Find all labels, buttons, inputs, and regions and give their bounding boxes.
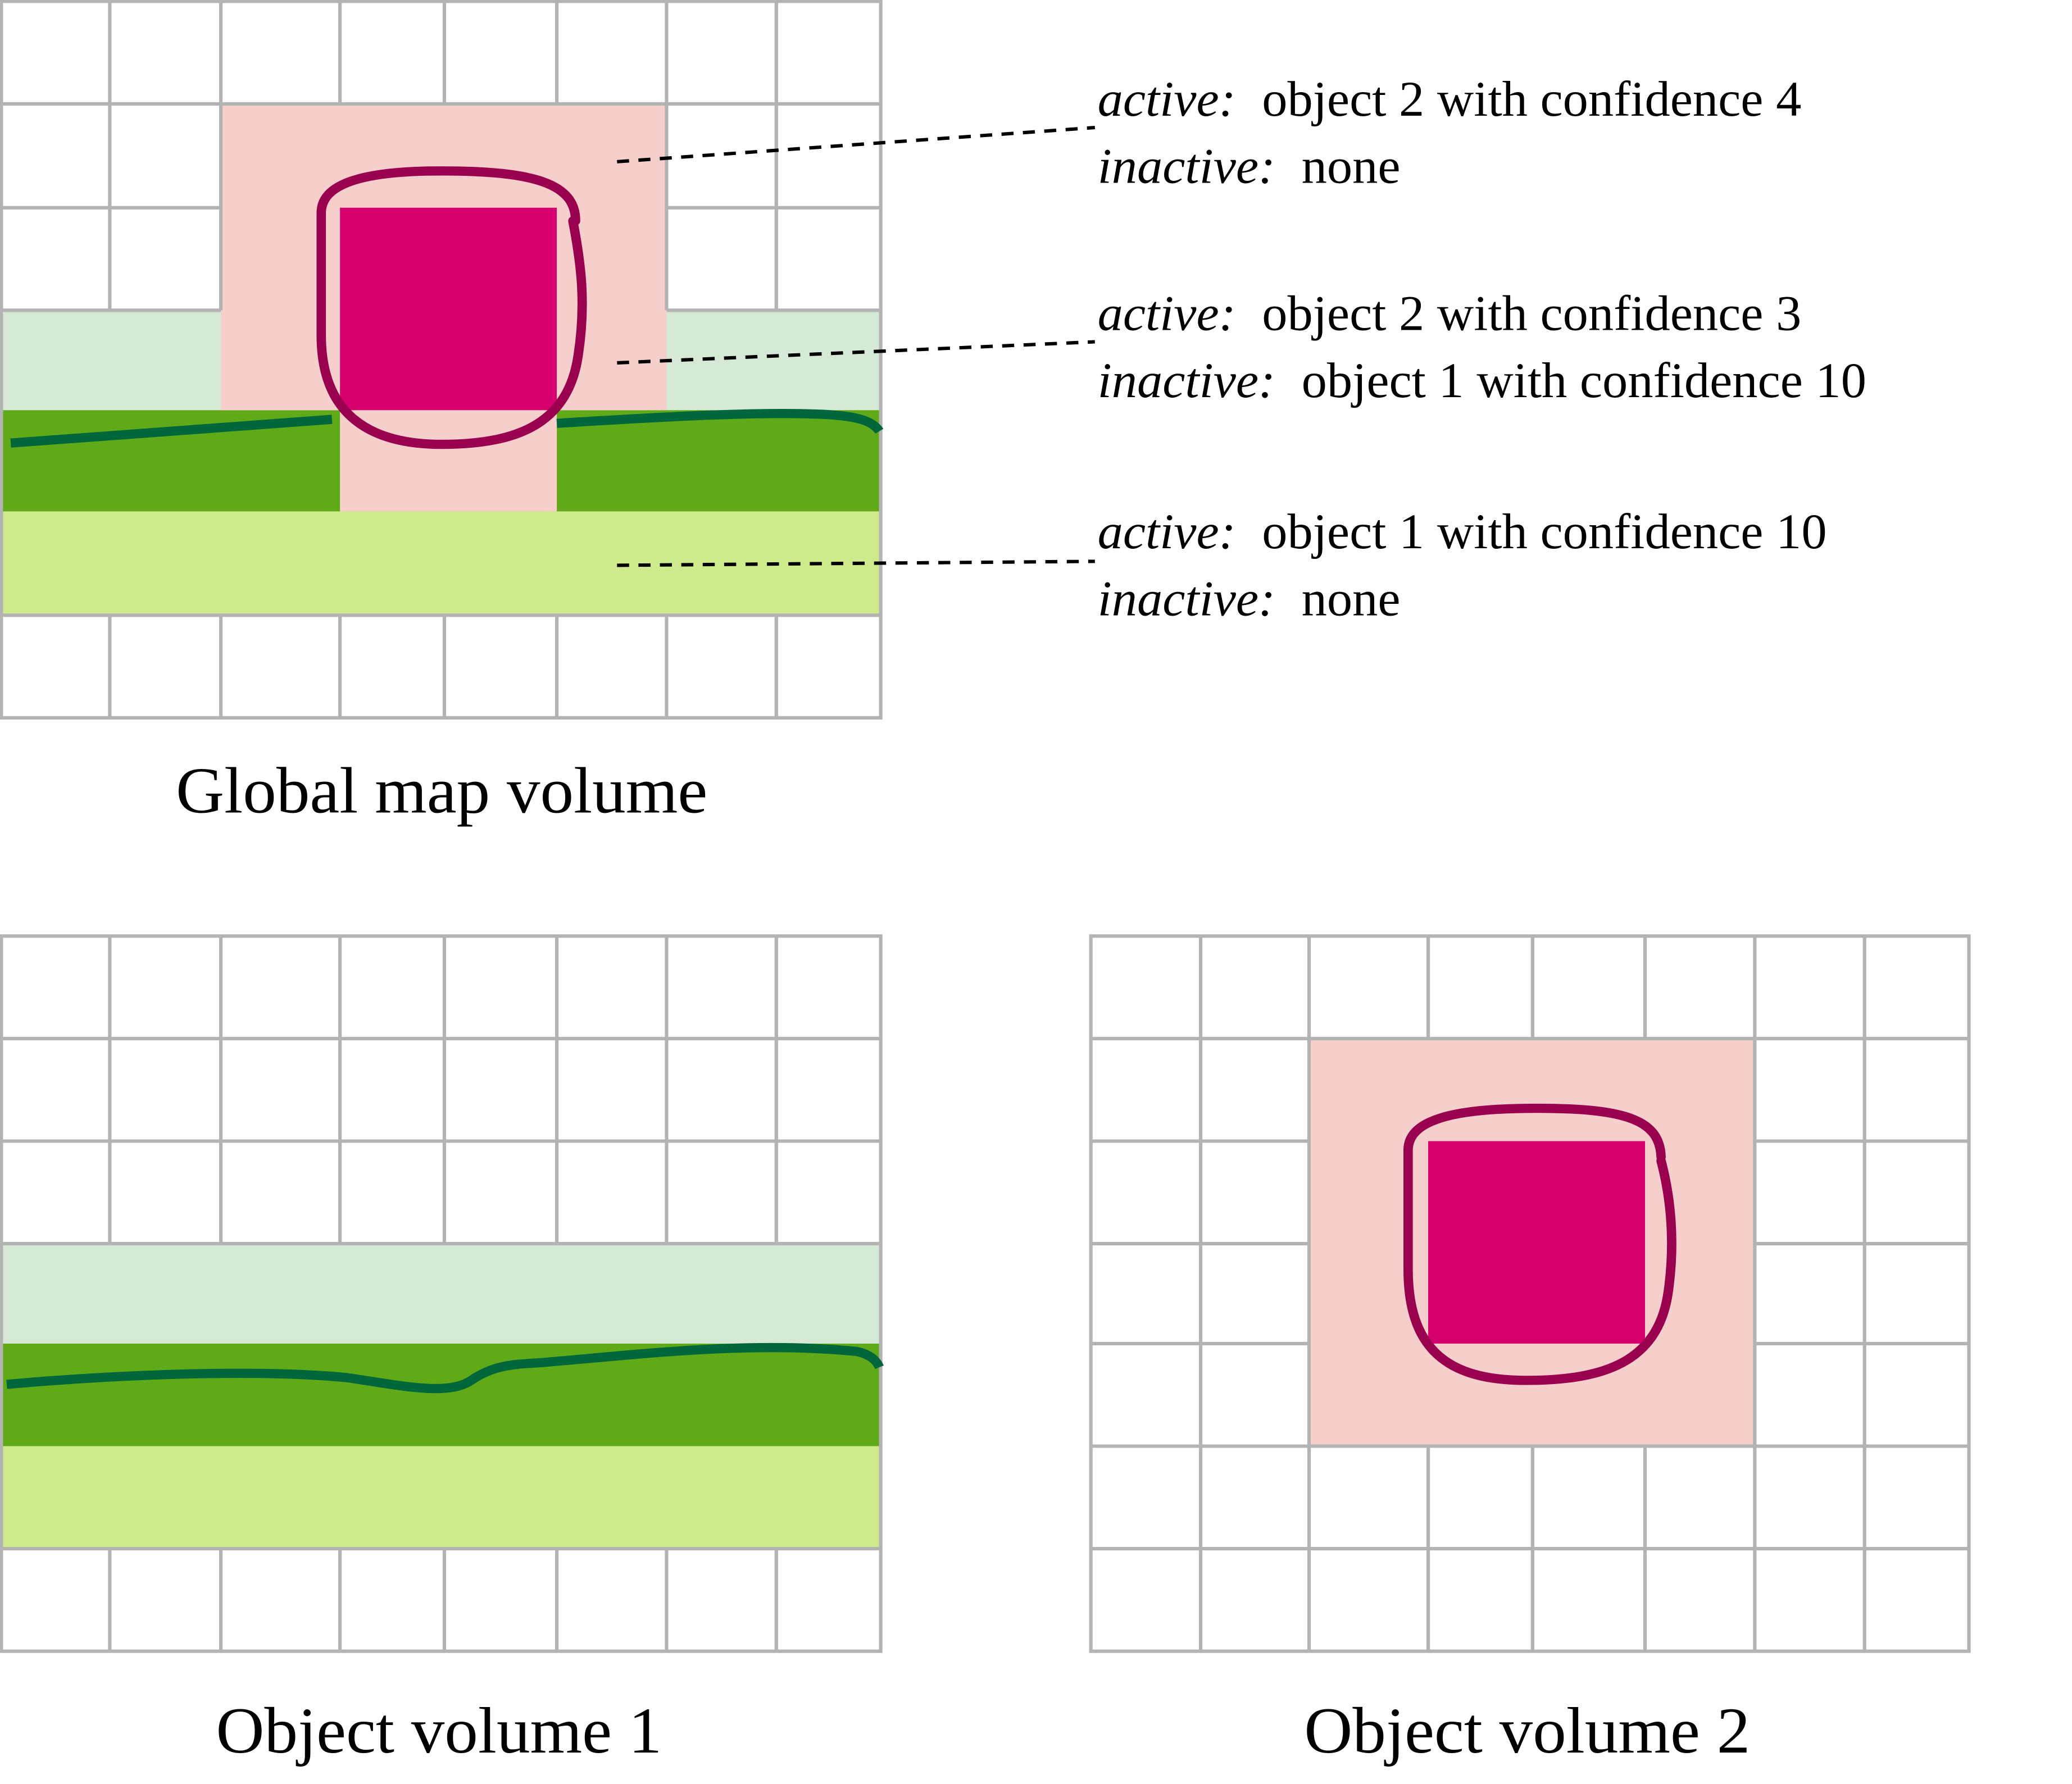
- global-grid: [1, 1, 881, 718]
- svg-text:inactive: none: inactive: none: [1098, 139, 1401, 194]
- annotation-2: active: object 2 with confidence 3 inact…: [1098, 286, 1866, 408]
- global-object1-surface: [10, 415, 333, 448]
- leader-line-2: [617, 340, 1095, 365]
- ov1-band-light-green: [1, 1244, 881, 1344]
- global-map-caption: Global map volume: [176, 754, 707, 827]
- annotation-2-inactive-value: object 1 with confidence 10: [1302, 353, 1866, 408]
- annotation-1: active: object 2 with confidence 4 inact…: [1098, 72, 1802, 194]
- ov1-band-lime: [1, 1446, 881, 1549]
- annotation-1-active-value: object 2 with confidence 4: [1262, 72, 1801, 127]
- annotation-3-inactive-label: inactive:: [1098, 571, 1276, 626]
- leader-line-3: [617, 559, 1095, 567]
- svg-text:inactive: none: inactive: none: [1098, 571, 1401, 626]
- ov2-object2-contour: [1403, 1103, 1676, 1385]
- annotation-2-active-value: object 2 with confidence 3: [1262, 286, 1801, 341]
- global-map-volume: Global map volume: [0, 0, 1096, 827]
- global-object2-solid: [340, 207, 557, 411]
- global-frame: [0, 0, 883, 720]
- annotation-1-inactive-value: none: [1302, 139, 1401, 194]
- annotation-3-active-label: active:: [1098, 504, 1236, 559]
- global-object2-contour: [316, 166, 587, 449]
- object-volume-1: Object volume 1: [0, 934, 884, 1767]
- svg-text:inactive: object 1 with: inactive: object 1 with confidence 10: [1098, 353, 1866, 408]
- ov1-grid: [1, 936, 881, 1651]
- annotation-3-active-value: object 1 with confidence 10: [1262, 504, 1826, 559]
- annotation-1-inactive-label: inactive:: [1098, 139, 1276, 194]
- annotation-3: active: object 1 with confidence 10 inac…: [1098, 504, 1827, 626]
- ov2-object2-solid: [1428, 1141, 1646, 1344]
- ov1-caption: Object volume 1: [216, 1694, 662, 1767]
- ov1-frame: [0, 934, 883, 1653]
- annotation-2-active-label: active:: [1098, 286, 1236, 341]
- svg-text:active: object 1 with co: active: object 1 with confidence 10: [1098, 504, 1827, 559]
- global-object1-surface-right: [556, 409, 884, 434]
- ov1-object1-surface: [6, 1342, 884, 1394]
- ov1-band-dark-green: [1, 1343, 881, 1446]
- annotation-3-inactive-value: none: [1302, 571, 1401, 626]
- ov2-grid: [1090, 936, 1969, 1651]
- ov2-caption: Object volume 2: [1304, 1694, 1750, 1767]
- object-volume-2: Object volume 2: [1089, 934, 1971, 1767]
- leader-line-1: [617, 125, 1096, 163]
- svg-text:active: object 2 with co: active: object 2 with confidence 4: [1098, 72, 1802, 127]
- annotation-2-inactive-label: inactive:: [1098, 353, 1276, 408]
- global-object2-region-lower: [340, 410, 557, 512]
- ov2-frame: [1089, 934, 1971, 1653]
- svg-text:active: object 2 with co: active: object 2 with confidence 3: [1098, 286, 1802, 341]
- annotation-1-active-label: active:: [1098, 72, 1236, 127]
